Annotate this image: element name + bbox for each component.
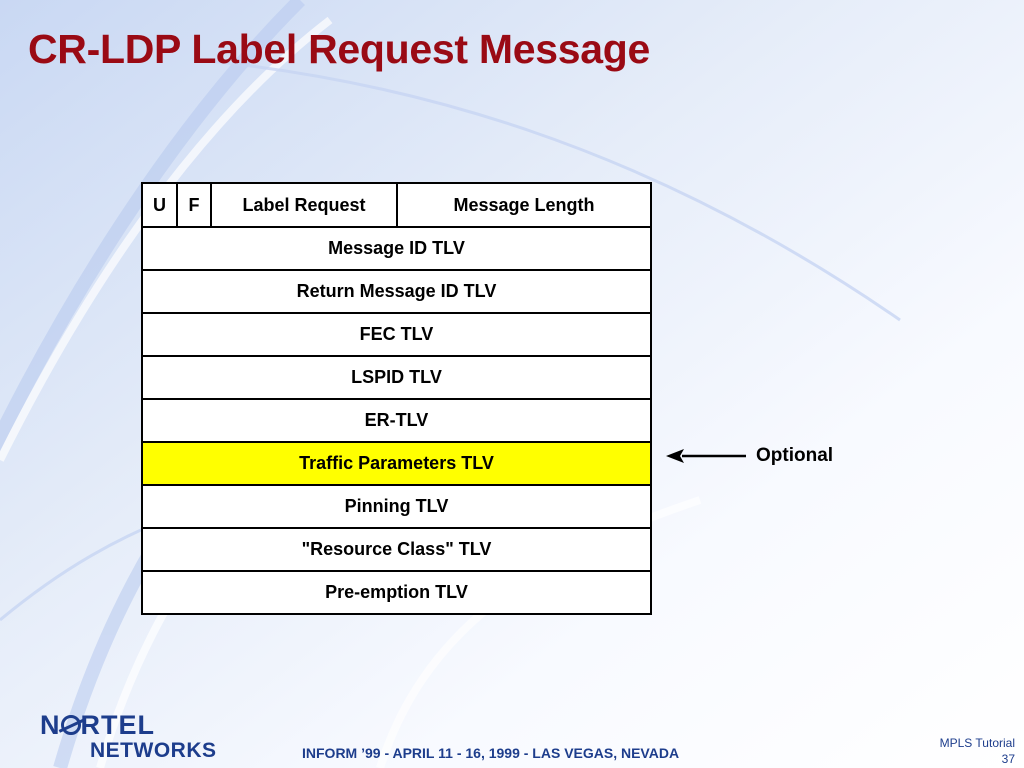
slide-corner-info: MPLS Tutorial 37: [940, 735, 1015, 767]
nortel-networks-logo: N RTEL NETWORKS: [40, 712, 217, 762]
message-length-cell: Message Length: [453, 194, 595, 215]
globe-icon: [60, 715, 81, 735]
tlv-row-resource-class: "Resource Class" TLV: [143, 529, 650, 572]
u-bit-cell: U: [143, 184, 178, 226]
logo-wordmark-bottom: NETWORKS: [90, 739, 217, 762]
optional-label: Optional: [756, 445, 834, 466]
tlv-row-fec: FEC TLV: [143, 314, 650, 357]
tlv-row-return-message-id: Return Message ID TLV: [143, 271, 650, 314]
tlv-row-pinning: Pinning TLV: [143, 486, 650, 529]
tlv-row-pre-emption: Pre-emption TLV: [325, 582, 468, 602]
f-bit-cell: F: [178, 184, 212, 226]
page-number: 37: [1001, 752, 1015, 766]
arrow-left-icon: [666, 449, 746, 463]
event-footer: INFORM ’99 - APRIL 11 - 16, 1999 - LAS V…: [302, 745, 680, 761]
logo-letters-rtel: RTEL: [80, 710, 155, 740]
course-name: MPLS Tutorial: [939, 736, 1015, 750]
slide-title: CR-LDP Label Request Message: [28, 26, 650, 72]
tlv-row-message-id: Message ID TLV: [143, 228, 650, 271]
header-row: U F Label Request Message Length: [143, 184, 650, 228]
message-type-cell: Label Request: [212, 184, 398, 226]
tlv-row-traffic-parameters: Traffic Parameters TLV: [143, 443, 650, 486]
logo-letter-n: N: [40, 710, 61, 740]
message-format-table: U F Label Request Message Length Message…: [141, 182, 652, 615]
tlv-row-er: ER-TLV: [143, 400, 650, 443]
logo-wordmark-top: N RTEL: [40, 712, 155, 739]
tlv-row-lspid: LSPID TLV: [143, 357, 650, 400]
